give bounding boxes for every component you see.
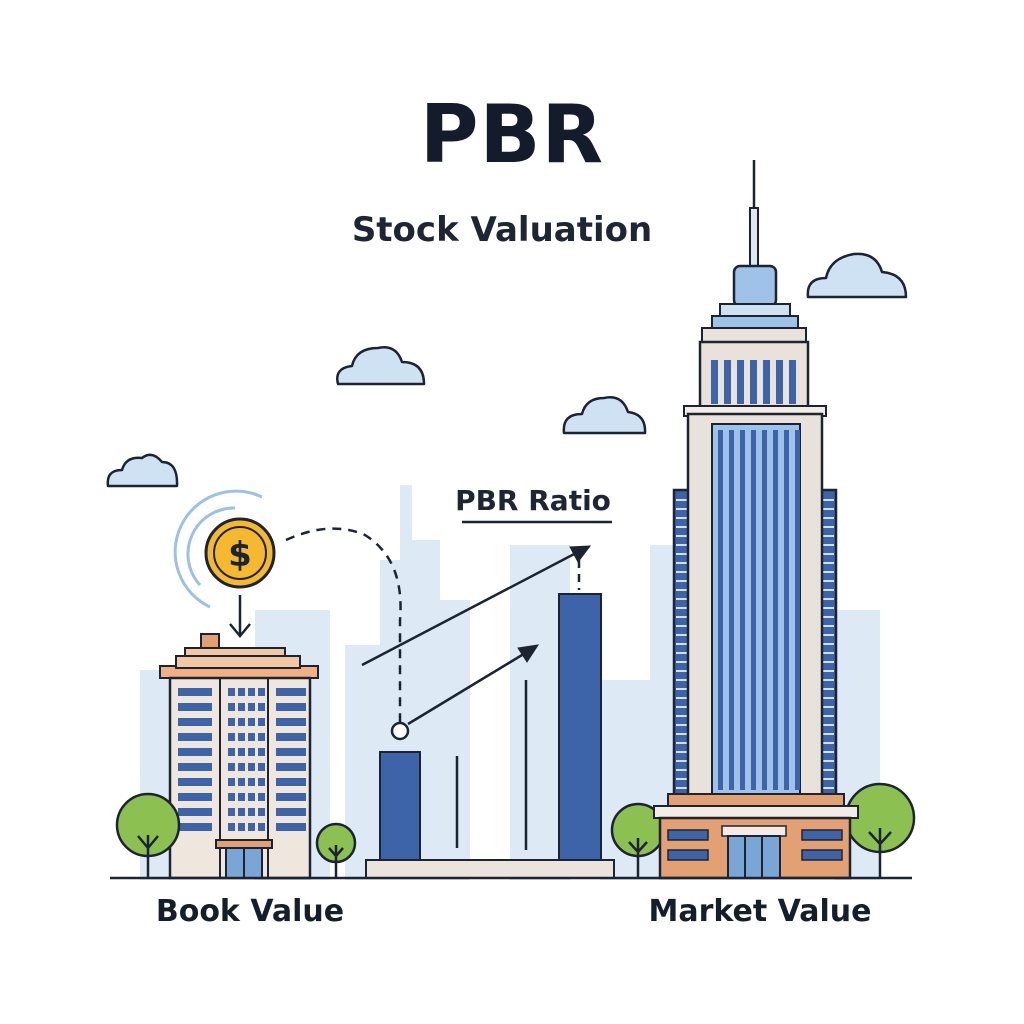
window — [178, 718, 212, 726]
window — [248, 748, 255, 756]
window — [276, 703, 306, 711]
cloud-icon — [806, 252, 908, 299]
window — [258, 808, 265, 816]
window — [178, 763, 212, 771]
market-value-building — [653, 160, 859, 880]
market-value-label: Market Value — [648, 894, 872, 929]
window — [248, 703, 255, 711]
chart-base — [365, 859, 615, 879]
window — [276, 823, 306, 831]
window — [178, 808, 212, 816]
window — [248, 688, 255, 696]
window — [238, 688, 245, 696]
book-value-building — [159, 633, 319, 880]
window — [276, 718, 306, 726]
window — [276, 793, 306, 801]
window-stripe — [795, 430, 800, 790]
down-arrow-icon — [229, 595, 251, 638]
window — [276, 778, 306, 786]
window — [228, 718, 235, 726]
window — [238, 778, 245, 786]
cloud-icon — [336, 346, 426, 386]
window — [248, 763, 255, 771]
window — [248, 808, 255, 816]
trend-arrow-icon — [407, 644, 540, 726]
window — [258, 748, 265, 756]
window — [238, 763, 245, 771]
coin-icon: $ — [173, 489, 276, 609]
window-stripe — [729, 430, 734, 790]
window — [178, 748, 212, 756]
window-stripe — [740, 430, 745, 790]
window-stripe — [784, 430, 789, 790]
window-stripe — [751, 430, 756, 790]
window — [228, 778, 235, 786]
column — [724, 360, 731, 404]
window-stripe — [773, 430, 778, 790]
window — [258, 778, 265, 786]
window — [248, 718, 255, 726]
window — [178, 793, 212, 801]
window — [228, 823, 235, 831]
window-stripe — [718, 430, 723, 790]
window — [248, 778, 255, 786]
pbr-ratio-label: PBR Ratio — [455, 484, 611, 517]
window — [228, 748, 235, 756]
window — [276, 808, 306, 816]
window — [228, 763, 235, 771]
column — [763, 360, 770, 404]
trend-arrow-icon — [361, 545, 592, 667]
window — [238, 703, 245, 711]
window — [228, 808, 235, 816]
window — [258, 763, 265, 771]
page-title: PBR — [419, 88, 605, 181]
column — [711, 360, 718, 404]
window — [228, 733, 235, 741]
window — [258, 688, 265, 696]
page-subtitle: Stock Valuation — [351, 210, 653, 250]
window — [258, 733, 265, 741]
cloud-icon — [106, 453, 179, 488]
tree-icon — [115, 792, 181, 878]
cloud-icon — [562, 396, 647, 435]
small-bar — [379, 751, 421, 861]
window — [178, 703, 212, 711]
dashed-connector — [285, 527, 402, 722]
window — [258, 703, 265, 711]
window — [228, 703, 235, 711]
window — [248, 793, 255, 801]
window — [276, 733, 306, 741]
window — [276, 763, 306, 771]
window — [178, 778, 212, 786]
column — [789, 360, 796, 404]
window — [228, 793, 235, 801]
window — [276, 688, 306, 696]
window — [276, 748, 306, 756]
window — [228, 688, 235, 696]
window — [248, 823, 255, 831]
window — [258, 793, 265, 801]
window — [258, 718, 265, 726]
window — [178, 733, 212, 741]
tall-bar — [558, 593, 602, 861]
start-point — [390, 721, 410, 741]
book-value-label: Book Value — [155, 894, 345, 929]
tree-icon — [315, 822, 357, 878]
column — [750, 360, 757, 404]
window — [238, 793, 245, 801]
column — [776, 360, 783, 404]
window — [248, 733, 255, 741]
window — [238, 733, 245, 741]
window-stripe — [762, 430, 767, 790]
window — [178, 688, 212, 696]
column — [737, 360, 744, 404]
dollar-sign-icon: $ — [228, 535, 252, 575]
window — [238, 823, 245, 831]
window — [258, 823, 265, 831]
window — [238, 748, 245, 756]
window — [238, 808, 245, 816]
window — [178, 823, 212, 831]
window — [238, 718, 245, 726]
